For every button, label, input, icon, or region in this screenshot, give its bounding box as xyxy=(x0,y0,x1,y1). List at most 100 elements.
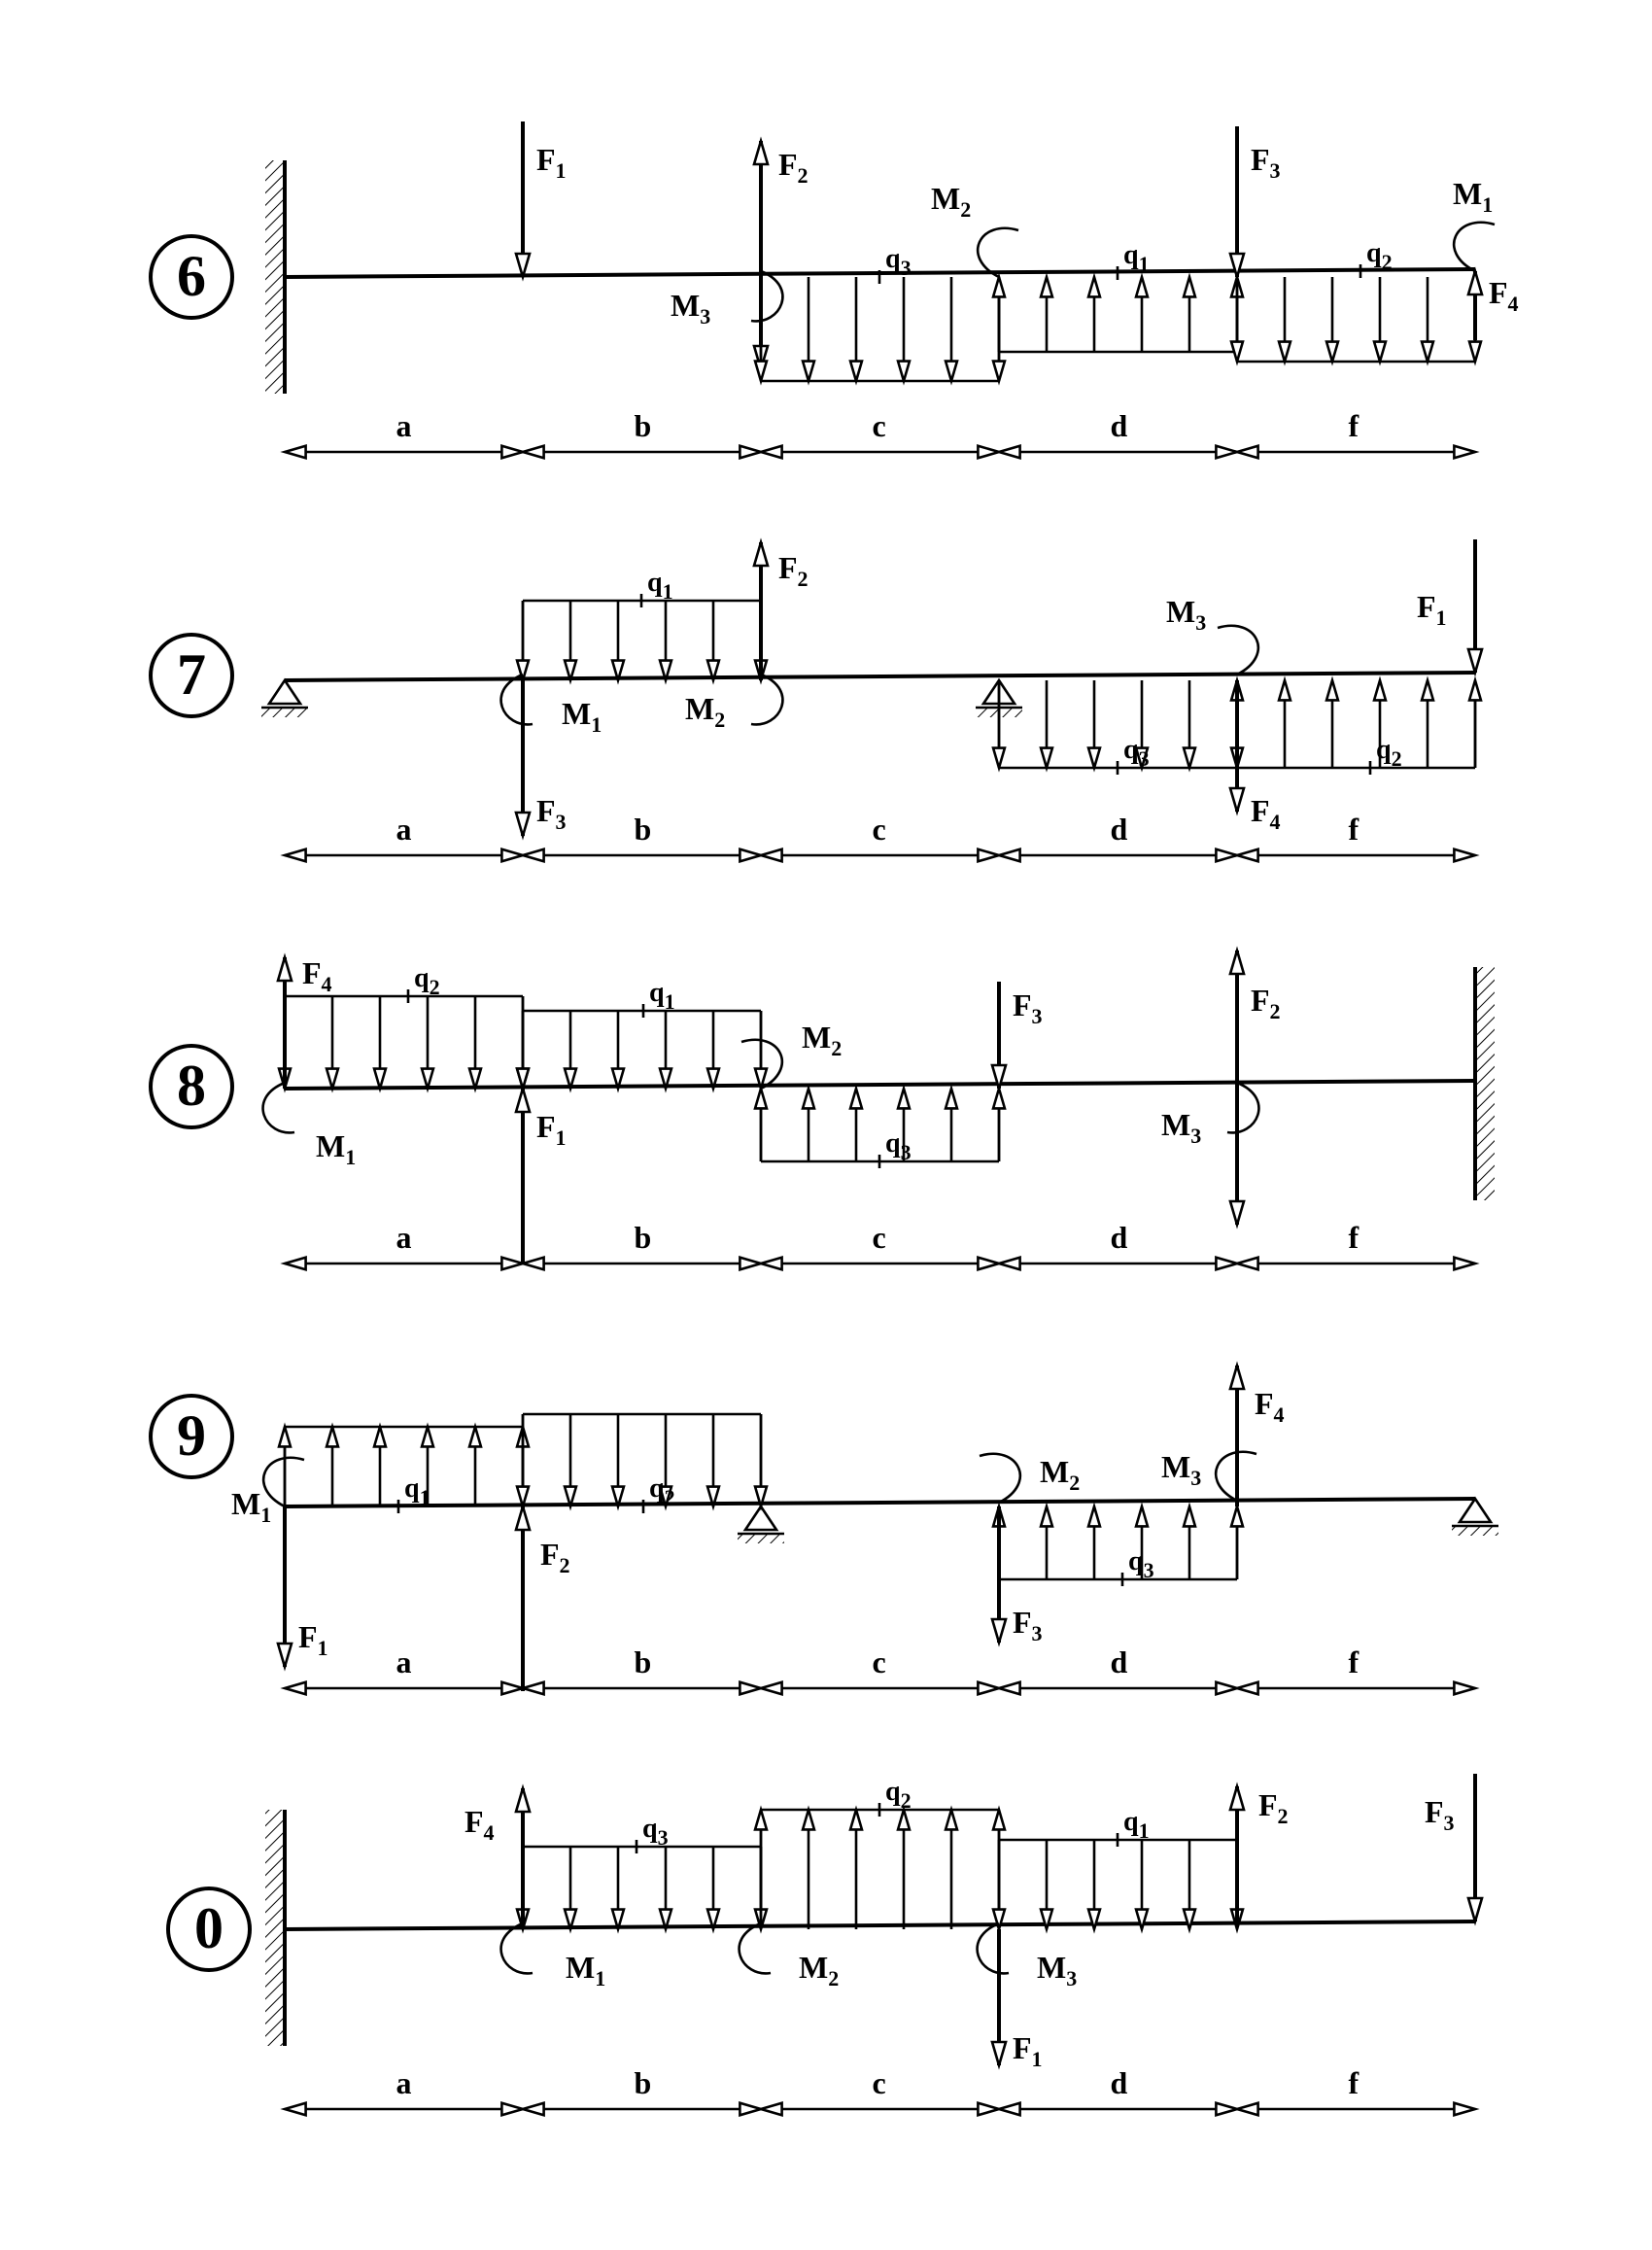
dim-label-c: c xyxy=(873,812,886,847)
force-F4-head xyxy=(276,952,293,983)
load-q1-arrow-head xyxy=(563,1067,578,1093)
dim-label-d: d xyxy=(1111,2065,1128,2100)
label-M3: M3 xyxy=(1161,1449,1201,1490)
moment-M2 xyxy=(977,226,1019,279)
label-q1: q1 xyxy=(649,978,675,1014)
load-q1-arrow-head xyxy=(1039,272,1054,298)
beam xyxy=(284,1920,1476,1931)
load-q1-arrow-head xyxy=(1039,1908,1054,1934)
dim-arrow xyxy=(994,1255,1021,1272)
moment-M1 xyxy=(499,673,533,726)
dim-arrow xyxy=(518,847,545,864)
load-q2-arrow-head xyxy=(563,1485,578,1511)
force-F2-head xyxy=(752,136,770,166)
force-F3-head xyxy=(514,811,532,841)
moment-M2 xyxy=(738,1921,772,1975)
dim-label-f: f xyxy=(1349,1220,1359,1255)
load-q2-arrow-head xyxy=(944,1805,959,1831)
beam xyxy=(284,1497,1476,1508)
dim-arrow xyxy=(977,847,1004,864)
dim-arrow xyxy=(994,847,1021,864)
dim-label-f: f xyxy=(1349,1644,1359,1679)
scheme-number: 8 xyxy=(177,1054,206,1118)
pin-support-left xyxy=(266,677,303,706)
dim-label-c: c xyxy=(873,1644,886,1679)
load-q2-arrow-head xyxy=(1467,340,1483,366)
load-q2-arrow-head xyxy=(1372,675,1388,702)
load-q2-arrow-head xyxy=(1325,675,1340,702)
label-q1: q1 xyxy=(404,1473,430,1509)
dim-arrow xyxy=(280,2100,307,2118)
load-q2-arrow-head xyxy=(1420,675,1435,702)
fixed-wall-right-hatch xyxy=(1475,967,1495,1200)
pin-support-left-ground xyxy=(261,708,308,717)
load-q3-arrow-head xyxy=(1039,746,1054,773)
beam xyxy=(284,671,1476,682)
load-q1-arrow-head xyxy=(1182,272,1197,298)
dim-arrow xyxy=(1453,443,1480,461)
load-q1-arrow-head xyxy=(610,659,626,685)
dim-arrow xyxy=(739,1255,766,1272)
dim-label-a: a xyxy=(396,1644,412,1679)
pin-support-middle xyxy=(742,1504,779,1532)
load-q1-arrow-head xyxy=(991,272,1007,298)
force-F3-head xyxy=(990,1617,1008,1647)
load-q1-arrow-head xyxy=(1086,272,1102,298)
label-F3: F3 xyxy=(1013,1605,1043,1645)
label-F4: F4 xyxy=(1251,793,1281,834)
dim-arrow xyxy=(739,2100,766,2118)
dim-arrow xyxy=(1215,2100,1242,2118)
load-q2-arrow-head xyxy=(1277,675,1292,702)
pin-support-middle-ground xyxy=(738,1534,784,1543)
label-q3: q3 xyxy=(885,244,912,280)
dim-label-d: d xyxy=(1111,1220,1128,1255)
force-F1-head xyxy=(1466,647,1484,677)
dim-arrow xyxy=(756,1679,783,1697)
label-F4: F4 xyxy=(1255,1386,1285,1427)
load-q1-arrow-head xyxy=(658,659,673,685)
dim-arrow xyxy=(1215,1255,1242,1272)
label-F2: F2 xyxy=(778,147,809,188)
dim-arrow xyxy=(739,443,766,461)
load-q2-arrow-head xyxy=(467,1067,483,1093)
label-F2: F2 xyxy=(778,550,809,591)
load-q3-arrow-head xyxy=(1134,1502,1150,1528)
label-q2: q2 xyxy=(1376,735,1402,771)
pin-support-right-ground xyxy=(1452,1526,1498,1536)
dim-arrow xyxy=(500,1255,528,1272)
dim-label-f: f xyxy=(1349,812,1359,847)
label-F1: F1 xyxy=(536,1109,567,1150)
dim-arrow xyxy=(500,2100,528,2118)
dim-label-a: a xyxy=(396,1220,412,1255)
label-M3: M3 xyxy=(671,288,710,329)
label-M1: M1 xyxy=(562,696,602,737)
dim-label-b: b xyxy=(635,1644,652,1679)
load-q3-arrow-head xyxy=(563,1908,578,1934)
dim-arrow xyxy=(1232,1679,1259,1697)
dim-arrow xyxy=(994,2100,1021,2118)
dim-arrow xyxy=(1453,847,1480,864)
load-q3-arrow-head xyxy=(896,360,912,386)
dim-label-b: b xyxy=(635,812,652,847)
force-F1-head xyxy=(276,1642,293,1672)
label-M2: M2 xyxy=(685,691,725,732)
dim-arrow xyxy=(977,2100,1004,2118)
load-q3-arrow-head xyxy=(801,360,816,386)
force-F4-head xyxy=(1466,266,1484,296)
dim-arrow xyxy=(756,1255,783,1272)
load-q2-arrow-head xyxy=(325,1067,340,1093)
label-M1: M1 xyxy=(1453,176,1493,217)
scheme-number: 0 xyxy=(194,1896,224,1960)
load-q3-arrow-head xyxy=(1182,1502,1197,1528)
load-q2-arrow-head xyxy=(1325,340,1340,366)
load-q1-arrow-head xyxy=(658,1067,673,1093)
load-q3-arrow-head xyxy=(944,1084,959,1110)
load-q2-arrow-head xyxy=(1277,340,1292,366)
load-q3-arrow-head xyxy=(1039,1502,1054,1528)
moment-M3 xyxy=(1217,624,1259,676)
dim-label-c: c xyxy=(873,2065,886,2100)
beam xyxy=(284,1079,1476,1090)
